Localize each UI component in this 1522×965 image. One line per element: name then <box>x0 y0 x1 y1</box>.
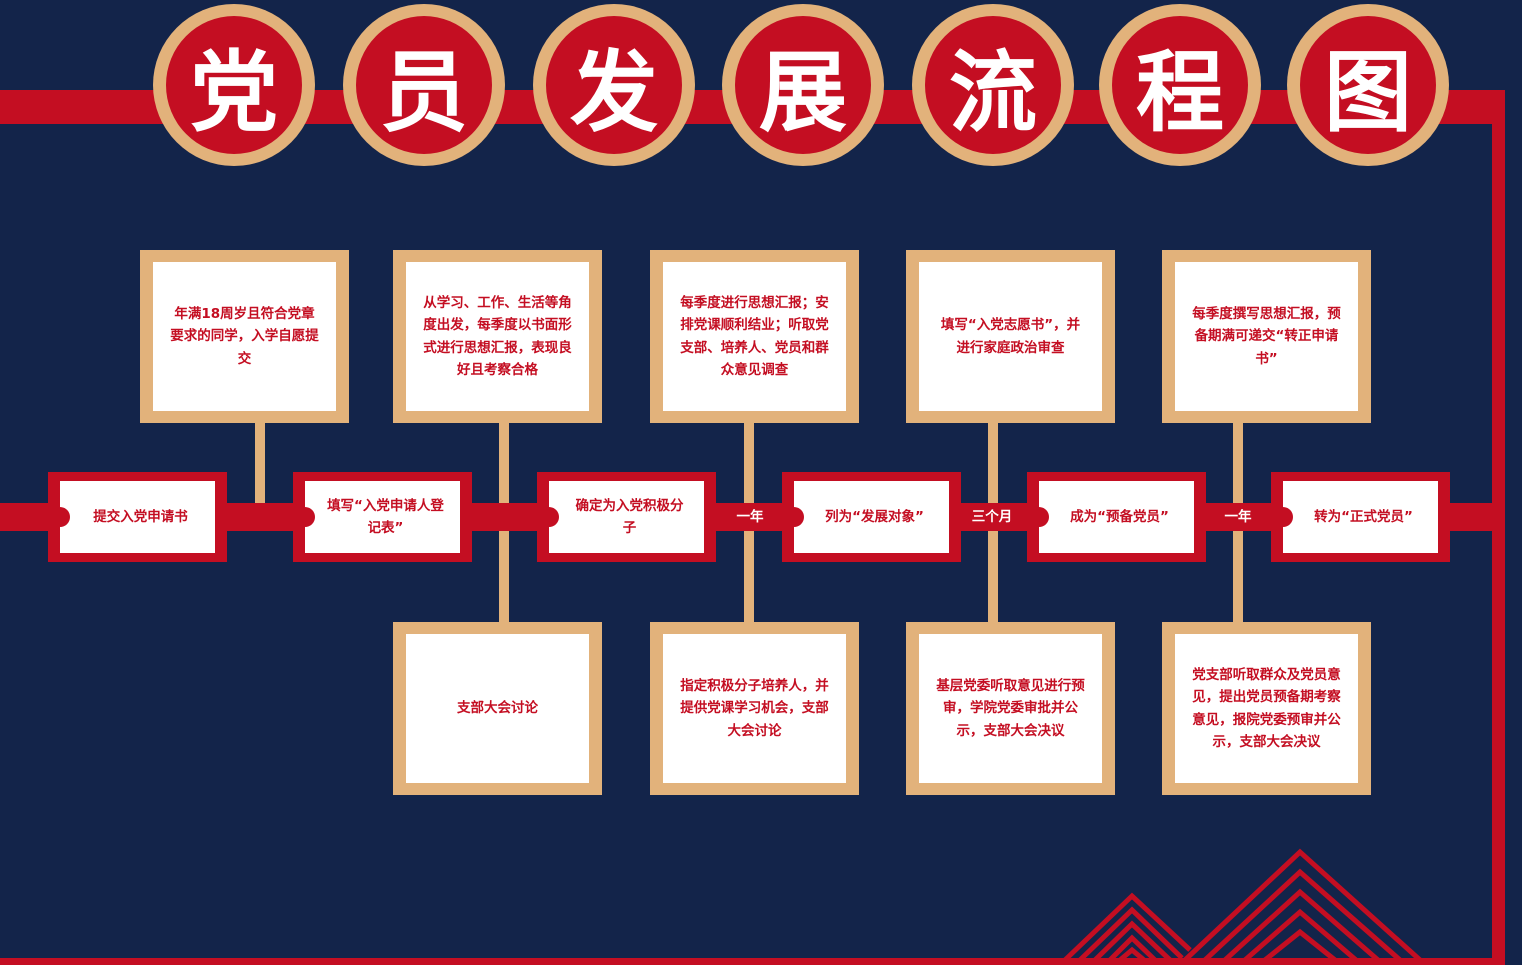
title-char: 党 <box>166 16 302 154</box>
note-box: 党支部听取群众及党员意见，提出党员预备期考察意见，报院党委预审并公示，支部大会决… <box>1162 622 1371 795</box>
note-text: 基层党委听取意见进行预审，学院党委审批并公示，支部大会决议 <box>919 634 1102 783</box>
title-circle: 程 <box>1099 4 1261 166</box>
note-box: 基层党委听取意见进行预审，学院党委审批并公示，支部大会决议 <box>906 622 1115 795</box>
note-box: 每季度进行思想汇报；安排党课顺利结业；听取党支部、培养人、党员和群众意见调查 <box>650 250 859 423</box>
note-text: 支部大会讨论 <box>406 634 589 783</box>
step-box: 填写“入党申请人登记表” <box>293 472 472 562</box>
note-text: 党支部听取群众及党员意见，提出党员预备期考察意见，报院党委预审并公示，支部大会决… <box>1175 634 1358 783</box>
step-box: 转为“正式党员” <box>1271 472 1450 562</box>
title-char: 员 <box>356 16 492 154</box>
right-border <box>1492 90 1505 965</box>
note-text: 指定积极分子培养人，并提供党课学习机会，支部大会讨论 <box>663 634 846 783</box>
interval-label: 一年 <box>736 509 764 525</box>
note-box: 填写“入党志愿书”，并进行家庭政治审查 <box>906 250 1115 423</box>
step-label: 填写“入党申请人登记表” <box>295 481 460 553</box>
title-char: 流 <box>925 16 1061 154</box>
interval-label: 三个月 <box>971 509 1013 525</box>
title-circle: 流 <box>912 4 1074 166</box>
note-box: 从学习、工作、生活等角度出发，每季度以书面形式进行思想汇报，表现良好且考察合格 <box>393 250 602 423</box>
note-box: 年满18周岁且符合党章要求的同学，入学自愿提交 <box>140 250 349 423</box>
title-circle: 图 <box>1287 4 1449 166</box>
connector <box>255 420 265 504</box>
note-box: 支部大会讨论 <box>393 622 602 795</box>
note-text: 每季度进行思想汇报；安排党课顺利结业；听取党支部、培养人、党员和群众意见调查 <box>663 262 846 411</box>
note-text: 每季度撰写思想汇报，预备期满可递交“转正申请书” <box>1175 262 1358 411</box>
note-box: 指定积极分子培养人，并提供党课学习机会，支部大会讨论 <box>650 622 859 795</box>
title-char: 图 <box>1300 16 1436 154</box>
step-box: 成为“预备党员” <box>1027 472 1206 562</box>
title-char: 程 <box>1112 16 1248 154</box>
note-text: 填写“入党志愿书”，并进行家庭政治审查 <box>919 262 1102 411</box>
title-circle: 展 <box>722 4 884 166</box>
note-text: 年满18周岁且符合党章要求的同学，入学自愿提交 <box>153 262 336 411</box>
step-label: 提交入党申请书 <box>50 481 215 553</box>
step-box: 确定为入党积极分子 <box>537 472 716 562</box>
step-box: 提交入党申请书 <box>48 472 227 562</box>
bottom-border <box>0 958 1505 965</box>
note-box: 每季度撰写思想汇报，预备期满可递交“转正申请书” <box>1162 250 1371 423</box>
step-box: 列为“发展对象” <box>782 472 961 562</box>
step-label: 转为“正式党员” <box>1273 481 1438 553</box>
title-circle: 员 <box>343 4 505 166</box>
step-label: 列为“发展对象” <box>784 481 949 553</box>
title-char: 展 <box>735 16 871 154</box>
title-circle: 党 <box>153 4 315 166</box>
flow-band <box>0 503 1495 531</box>
step-label: 确定为入党积极分子 <box>539 481 704 553</box>
title-circle: 发 <box>533 4 695 166</box>
title-char: 发 <box>546 16 682 154</box>
step-label: 成为“预备党员” <box>1029 481 1194 553</box>
note-text: 从学习、工作、生活等角度出发，每季度以书面形式进行思想汇报，表现良好且考察合格 <box>406 262 589 411</box>
interval-label: 一年 <box>1224 509 1252 525</box>
